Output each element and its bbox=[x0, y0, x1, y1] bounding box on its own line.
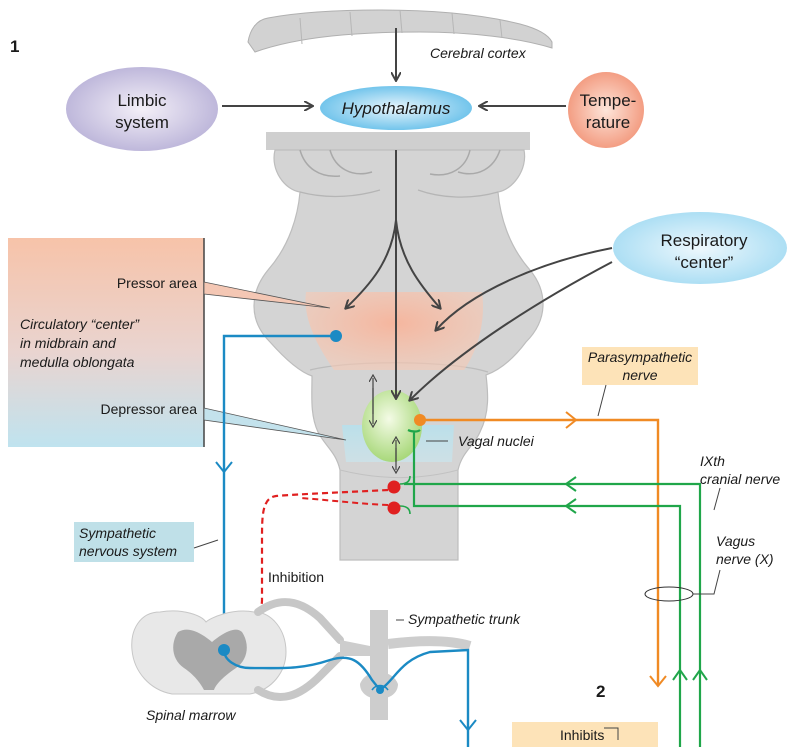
figure-number-2: 2 bbox=[596, 682, 605, 701]
respiratory-label-line1: Respiratory bbox=[661, 231, 748, 250]
limbic-label-line2: system bbox=[115, 113, 169, 132]
vagus-leader bbox=[693, 570, 720, 594]
sympathetic-leader bbox=[194, 540, 218, 548]
parasympathetic-neuron-soma bbox=[414, 414, 426, 426]
depressor-area-label: Depressor area bbox=[101, 401, 198, 417]
spinal-marrow-label: Spinal marrow bbox=[146, 707, 236, 723]
parasympathetic-leader bbox=[598, 385, 606, 416]
vagus-label-line1: Vagus bbox=[716, 533, 755, 549]
temperature-label-line1: Tempe- bbox=[580, 91, 637, 110]
inhibition-label: Inhibition bbox=[268, 569, 324, 585]
pressor-area bbox=[305, 292, 483, 370]
vagal-nuclei-label: Vagal nuclei bbox=[458, 433, 535, 449]
respiratory-label-line2: “center” bbox=[675, 253, 734, 272]
ixth-label-line2: cranial nerve bbox=[700, 471, 780, 487]
spinal-cord-section bbox=[132, 602, 340, 697]
sympathetic-neuron-soma bbox=[330, 330, 342, 342]
parasympathetic-label-line2: nerve bbox=[622, 367, 657, 383]
limbic-label-line1: Limbic bbox=[117, 91, 167, 110]
circulatory-label-line1: Circulatory “center” bbox=[20, 316, 140, 332]
ixth-label-line1: IXth bbox=[700, 453, 725, 469]
inhibitory-neuron-upper bbox=[388, 481, 401, 494]
temperature-label-line2: rature bbox=[586, 113, 630, 132]
vagus-bundle-ring bbox=[645, 587, 693, 601]
sympathetic-label-line1: Sympathetic bbox=[79, 525, 156, 541]
sympathetic-label-line2: nervous system bbox=[79, 543, 177, 559]
parasympathetic-label-line1: Parasympathetic bbox=[588, 349, 692, 365]
vagus-label-line2: nerve (X) bbox=[716, 551, 774, 567]
sympathetic-postganglionic-pathway bbox=[380, 650, 468, 747]
ixth-leader bbox=[714, 488, 720, 510]
cerebral-cortex-label: Cerebral cortex bbox=[430, 45, 527, 61]
temperature-ellipse bbox=[568, 72, 644, 148]
hypothalamus-label: Hypothalamus bbox=[342, 99, 451, 118]
circulatory-label-line3: medulla oblongata bbox=[20, 354, 135, 370]
inhibits-label: Inhibits bbox=[560, 727, 604, 743]
sympathetic-trunk-label: Sympathetic trunk bbox=[408, 611, 521, 627]
figure-number-1: 1 bbox=[10, 37, 19, 56]
circulatory-label-line2: in midbrain and bbox=[20, 335, 117, 351]
sympathetic-spinal-neuron bbox=[218, 644, 230, 656]
pressor-area-label: Pressor area bbox=[117, 275, 197, 291]
inhibitory-neuron-lower bbox=[388, 502, 401, 515]
sympathetic-ganglion-synapse bbox=[376, 686, 384, 694]
